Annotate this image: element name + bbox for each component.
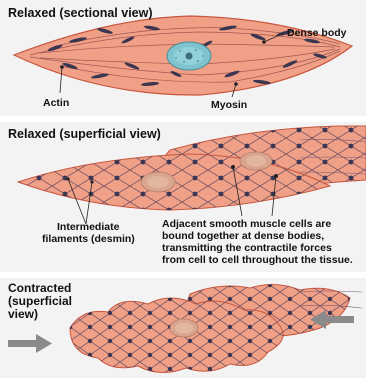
panel-relaxed-sectional: Relaxed (sectional view) Dense body Acti… [0,0,366,116]
panel-title-contracted-3: view) [8,308,38,321]
label-adjacent-4: from cell to cell throughout the tissue. [162,254,353,266]
panel-relaxed-superficial: Relaxed (superficial view) Intermediate … [0,122,366,272]
label-intermediate-filaments-2: filaments (desmin) [42,233,135,245]
label-adjacent-1: Adjacent smooth muscle cells are [162,218,331,230]
label-actin: Actin [43,97,69,109]
arrow-right-icon [8,334,52,353]
panel-contracted: Contracted (superficial view) [0,278,366,378]
label-intermediate-filaments-1: Intermediate [57,221,119,233]
panel-title-sectional: Relaxed (sectional view) [8,6,153,20]
sectional-nucleus [167,42,211,70]
label-adjacent-2: bound together at dense bodies, [162,230,324,242]
panel-title-superficial: Relaxed (superficial view) [8,127,161,141]
label-dense-body: Dense body [287,27,347,39]
label-adjacent-3: transmitting the contractile forces [162,242,332,254]
label-myosin: Myosin [211,99,247,111]
